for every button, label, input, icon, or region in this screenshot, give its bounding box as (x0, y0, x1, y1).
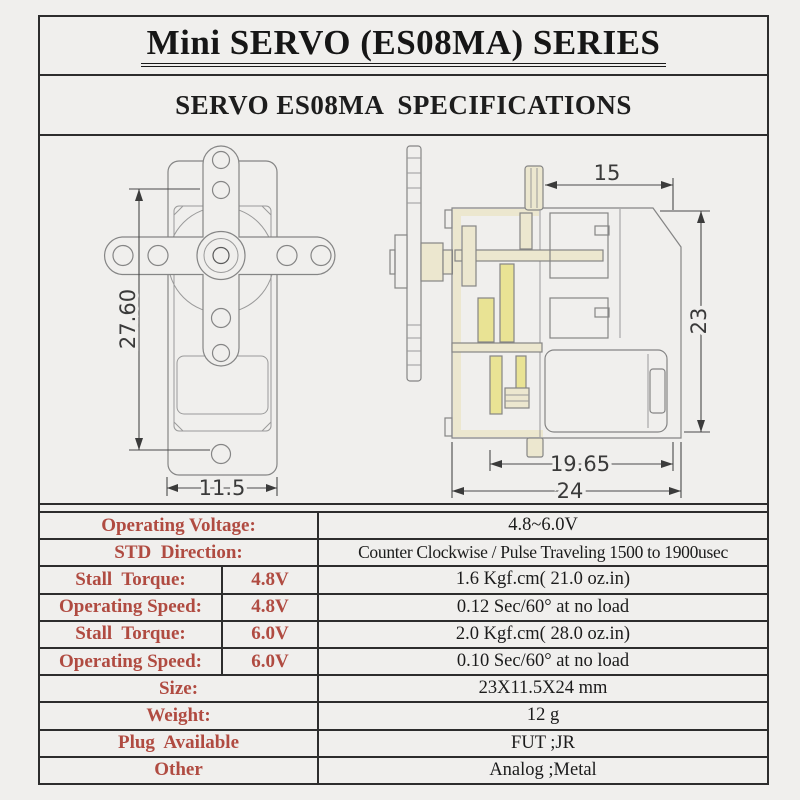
servo-dimension-diagram: 27.60 11.5 (103, 145, 715, 501)
spec-value: 0.10 Sec/60° at no load (317, 646, 767, 677)
spec-label: Stall Torque: (40, 565, 223, 595)
document-frame: Mini SERVO (ES08MA) SERIES SERVO ES08MA … (38, 15, 769, 785)
subtitle-section: SERVO ES08MA SPECIFICATIONS (40, 76, 767, 136)
dim-front-width: 11.5 (199, 476, 246, 500)
spec-label: Other (40, 755, 320, 783)
page-subtitle: SERVO ES08MA SPECIFICATIONS (175, 89, 632, 120)
title-section: Mini SERVO (ES08MA) SERIES (40, 17, 767, 76)
table-row: Weight: 12 g (40, 701, 767, 731)
table-row: Stall Torque: 6.0V 2.0 Kgf.cm( 28.0 oz.i… (40, 619, 767, 649)
table-row: Operating Speed: 4.8V 0.12 Sec/60° at no… (40, 592, 767, 622)
dim-front-height: 27.60 (116, 289, 140, 349)
spec-label: Size: (40, 674, 320, 704)
spec-value: 2.0 Kgf.cm( 28.0 oz.in) (317, 619, 767, 649)
technical-drawing: 27.60 11.5 (40, 136, 767, 505)
spec-value: 23X11.5X24 mm (317, 674, 767, 704)
spec-voltage: 4.8V (220, 592, 320, 622)
spec-voltage: 6.0V (220, 619, 320, 649)
spec-label: Operating Speed: (40, 592, 223, 622)
table-row: Stall Torque: 4.8V 1.6 Kgf.cm( 21.0 oz.i… (40, 565, 767, 595)
dim-side-bottom: 24 (557, 479, 584, 501)
side-view: 15 23 19.65 24 (389, 145, 715, 501)
spec-value: 12 g (317, 701, 767, 731)
table-row: STD Direction: Counter Clockwise / Pulse… (40, 538, 767, 568)
spec-value: FUT ;JR (317, 728, 767, 758)
front-view: 27.60 11.5 (103, 145, 336, 501)
table-row: Size: 23X11.5X24 mm (40, 674, 767, 704)
spec-label: Weight: (40, 701, 320, 731)
dim-side-top: 15 (594, 161, 621, 185)
dim-side-right: 23 (687, 308, 711, 335)
spec-value: 4.8~6.0V (317, 510, 767, 541)
spec-voltage: 4.8V (220, 565, 320, 595)
dim-side-inner: 19.65 (550, 452, 610, 476)
spec-voltage: 6.0V (220, 646, 320, 677)
spec-value: Counter Clockwise / Pulse Traveling 1500… (317, 538, 767, 568)
table-row: Operating Voltage: 4.8~6.0V (40, 510, 767, 541)
specifications-table: Operating Voltage: 4.8~6.0V STD Directio… (40, 510, 767, 783)
spec-label: Stall Torque: (40, 619, 223, 649)
table-row: Plug Available FUT ;JR (40, 728, 767, 758)
spec-value: 1.6 Kgf.cm( 21.0 oz.in) (317, 565, 767, 595)
page-title: Mini SERVO (ES08MA) SERIES (140, 23, 667, 68)
spec-value: 0.12 Sec/60° at no load (317, 592, 767, 622)
spec-label: Operating Speed: (40, 646, 223, 677)
spec-label: Plug Available (40, 728, 320, 758)
spec-value: Analog ;Metal (317, 755, 767, 783)
spec-label: STD Direction: (40, 538, 320, 568)
table-row: Operating Speed: 6.0V 0.10 Sec/60° at no… (40, 646, 767, 677)
spec-label: Operating Voltage: (40, 510, 320, 541)
table-row: Other Analog ;Metal (40, 755, 767, 783)
